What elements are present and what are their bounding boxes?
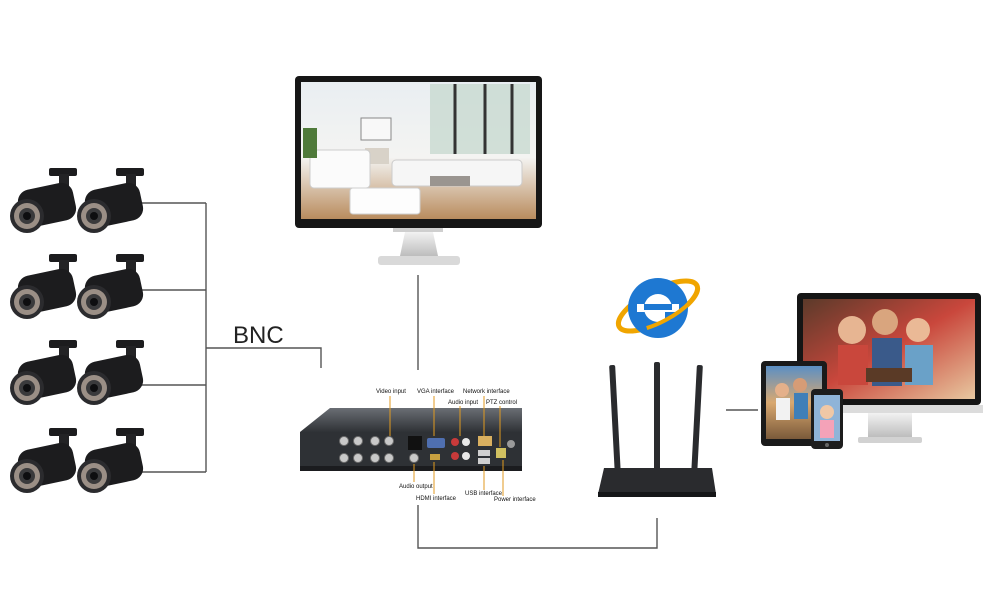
cctv-camera-icon bbox=[77, 254, 145, 319]
video-input-label: Video input bbox=[376, 389, 406, 395]
cctv-camera-icon bbox=[10, 168, 78, 233]
power-interface-label: Power interface bbox=[494, 497, 536, 503]
cctv-camera-icon bbox=[77, 168, 145, 233]
cctv-camera-icon bbox=[77, 428, 145, 493]
cctv-camera-icon bbox=[10, 340, 78, 405]
cctv-camera-icon bbox=[77, 340, 145, 405]
network-interface-label: Network interface bbox=[463, 389, 510, 395]
dvr-recorder-icon: Video input VGA interface Network interf… bbox=[300, 389, 536, 503]
ptz-control-label: PTZ control bbox=[486, 400, 517, 406]
audio-output-label: Audio output bbox=[399, 484, 433, 490]
bnc-label: BNC bbox=[233, 322, 284, 349]
smartphone-icon bbox=[811, 389, 843, 449]
cctv-camera-icon bbox=[10, 428, 78, 493]
vga-interface-label: VGA interface bbox=[417, 389, 455, 395]
camera-array bbox=[10, 168, 145, 493]
cctv-camera-icon bbox=[10, 254, 78, 319]
monitor-icon bbox=[295, 76, 542, 265]
hdmi-interface-label: HDMI interface bbox=[416, 496, 457, 502]
wifi-router-icon bbox=[598, 362, 716, 497]
audio-input-label: Audio input bbox=[448, 400, 478, 406]
internet-explorer-icon bbox=[612, 271, 705, 341]
